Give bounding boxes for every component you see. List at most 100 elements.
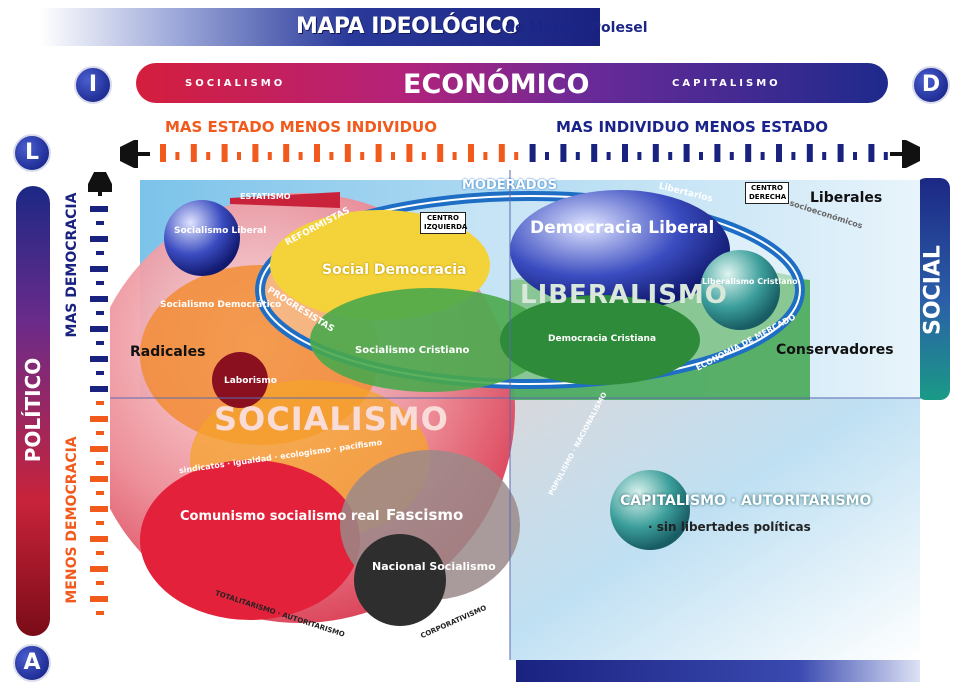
scale-tick [344, 144, 351, 162]
scale-tick [90, 476, 108, 482]
menos-democracia-caption: MENOS DEMOCRACIA [64, 436, 80, 604]
liberales-label: Liberales [810, 190, 883, 206]
scale-tick [837, 144, 844, 162]
scale-tick [90, 356, 108, 362]
scale-tick [190, 144, 197, 162]
scale-tick [96, 341, 104, 345]
footer-bar [516, 660, 920, 682]
scale-tick [822, 152, 827, 160]
scale-tick [406, 144, 413, 162]
scale-tick [96, 311, 104, 315]
scale-tick [883, 152, 888, 160]
scale-tick [391, 152, 395, 160]
scale-tick [452, 152, 457, 160]
scale-tick [90, 206, 108, 212]
horizontal-scale [120, 140, 920, 168]
mas-democracia-caption: MAS DEMOCRACIA [64, 192, 80, 338]
scale-tick [853, 152, 857, 160]
scale-tick [96, 461, 104, 465]
political-axis-title: POLÍTICO [21, 357, 45, 463]
scale-tick [237, 152, 241, 160]
sin-libertades-label: · sin libertades políticas [648, 520, 811, 534]
social-democracia-label: Social Democracia [322, 262, 467, 278]
scale-tick [668, 152, 673, 160]
scale-tick [683, 144, 690, 162]
page-subtitle: de Marcos Polesel [505, 20, 648, 36]
scale-tick [637, 152, 642, 160]
scale-tick [714, 144, 721, 162]
socialismo-cristiano-label: Socialismo Cristiano [355, 345, 470, 356]
scale-tick [375, 144, 382, 162]
estatismo-label: ESTATISMO [240, 192, 291, 201]
scale-tick [529, 144, 536, 162]
economic-left-label: SOCIALISMO [185, 78, 286, 89]
scale-tick [96, 551, 104, 555]
laborismo-label: Laborismo [224, 376, 277, 386]
scale-tick [760, 152, 765, 160]
scale-tick [90, 236, 108, 242]
fascismo-label: Fascismo [386, 506, 464, 524]
scale-tick [622, 144, 628, 162]
scale-tick [90, 596, 108, 602]
scale-tick [868, 144, 875, 162]
izquierda-badge: I [74, 66, 112, 104]
scale-tick [221, 144, 228, 162]
socialismo-label: SOCIALISMO [214, 400, 449, 438]
scale-tick [96, 281, 104, 285]
scale-tick [90, 506, 108, 512]
vertical-scale [88, 172, 112, 615]
scale-tick [96, 401, 104, 405]
scale-tick [776, 144, 782, 162]
scale-tick [90, 446, 108, 452]
scale-tick [267, 152, 272, 160]
socialismo-democratico-label: Socialismo Democrático [160, 300, 282, 310]
scale-tick [90, 536, 108, 542]
scale-tick [806, 144, 813, 162]
economic-axis-title: ECONÓMICO [403, 69, 590, 100]
scale-tick [498, 144, 505, 162]
scale-tick [96, 251, 104, 255]
mas-individuo-caption: MAS INDIVIDUO MENOS ESTADO [556, 118, 828, 136]
scale-tick [90, 386, 108, 392]
economic-axis-bar [136, 63, 888, 103]
derecha-badge: D [912, 66, 950, 104]
scale-tick [545, 152, 549, 160]
scale-tick [606, 152, 611, 160]
scale-tick [468, 144, 474, 162]
scale-tick [437, 144, 444, 162]
scale-tick [206, 152, 211, 160]
libertad-badge: L [13, 134, 51, 172]
scale-tick [96, 611, 104, 615]
scale-tick [96, 521, 104, 525]
scale-tick [90, 296, 108, 302]
ideology-diagram [110, 170, 920, 660]
scale-tick [96, 491, 104, 495]
scale-tick [96, 431, 104, 435]
radicales-label: Radicales [130, 344, 206, 360]
mas-estado-caption: MAS ESTADO MENOS INDIVIDUO [165, 118, 437, 136]
page-title: MAPA IDEOLÓGICO [296, 14, 520, 39]
scale-tick [360, 152, 365, 160]
scale-tick [96, 221, 104, 225]
scale-tick [90, 266, 108, 272]
scale-tick [90, 326, 108, 332]
scale-tick [483, 152, 488, 160]
scale-tick [90, 566, 108, 572]
scale-tick [160, 144, 166, 162]
scale-tick [514, 152, 519, 160]
scale-tick [791, 152, 796, 160]
scale-tick [575, 152, 580, 160]
scale-tick [560, 144, 567, 162]
scale-tick [729, 152, 734, 160]
comunismo-label: Comunismo socialismo real [180, 509, 380, 524]
scale-tick [745, 144, 752, 162]
nacional-socialismo-label: Nacional Socialismo [372, 560, 496, 573]
scale-tick [314, 144, 320, 162]
scale-tick [252, 144, 259, 162]
socialismo-liberal-label: Socialismo Liberal [174, 226, 267, 236]
title-banner [40, 8, 600, 46]
economic-right-label: CAPITALISMO [672, 78, 781, 89]
democracia-cristiana-label: Democracia Cristiana [548, 334, 657, 344]
centro-izquierda-box: CENTRO IZQUIERDA [420, 212, 467, 234]
capitalismo-autoritarismo-label: CAPITALISMO · AUTORITARISMO [620, 493, 872, 509]
